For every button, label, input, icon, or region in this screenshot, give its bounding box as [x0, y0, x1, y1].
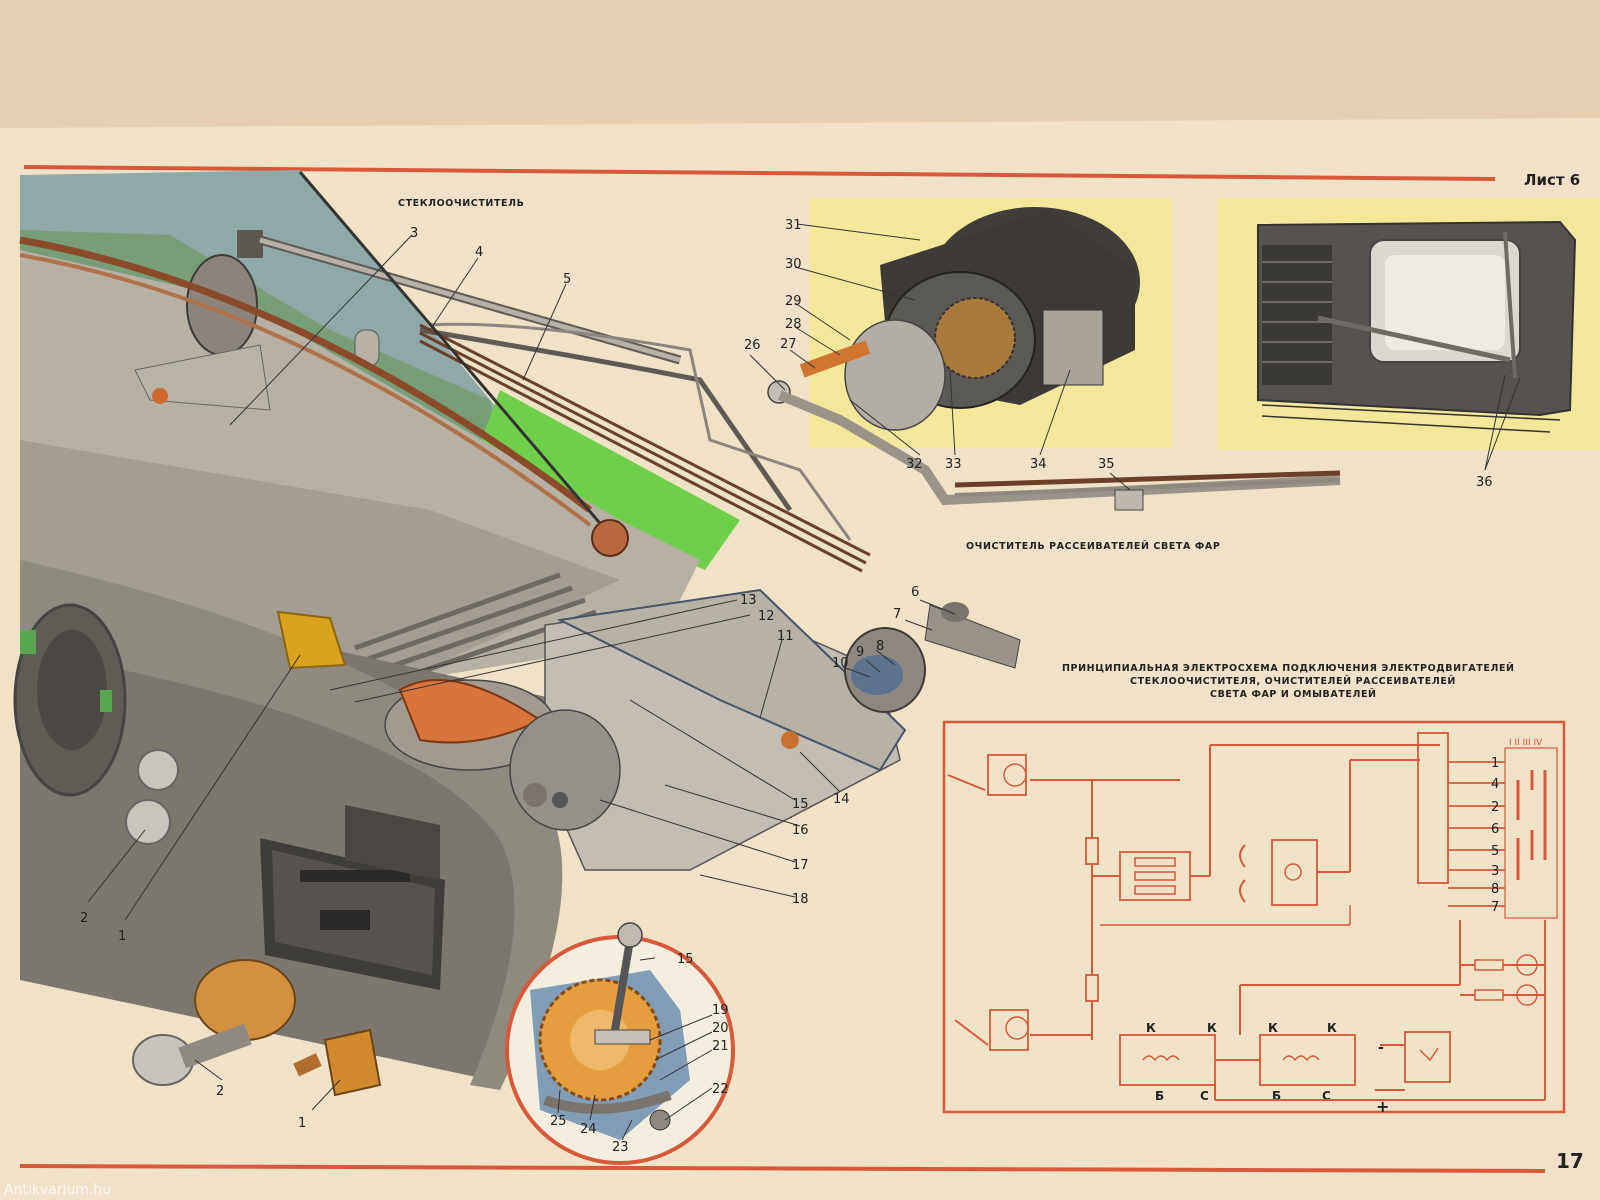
windshield-pillar	[298, 171, 612, 536]
callout-19: 19	[712, 1003, 729, 1018]
relay2-contact-k-right: К	[1327, 1021, 1337, 1035]
linkage-plate	[556, 588, 907, 772]
callout-21: 21	[712, 1039, 729, 1054]
terminal-4: 4	[1491, 777, 1499, 792]
relay2-contact-c: С	[1322, 1089, 1331, 1103]
callout-9: 9	[856, 645, 864, 660]
terminal-6: 6	[1491, 822, 1499, 837]
schematic-title-line1: ПРИНЦИПИАЛЬНАЯ ЭЛЕКТРОСХЕМА ПОДКЛЮЧЕНИЯ …	[1062, 662, 1515, 674]
callout-15b: 15	[677, 952, 694, 967]
wiper-pivot-right-cap	[591, 519, 629, 557]
callout-13: 13	[740, 593, 757, 608]
wiper-blade	[419, 322, 871, 573]
gauge-green-lamp	[20, 630, 36, 654]
callout-2b: 2	[216, 1084, 224, 1099]
top-rule	[23, 165, 1496, 181]
callout-1: 1	[118, 929, 126, 944]
terminal-5: 5	[1491, 844, 1499, 859]
callout-28: 28	[785, 317, 802, 332]
callout-15: 15	[792, 797, 809, 812]
relay2-contact-k-left: К	[1268, 1021, 1278, 1035]
callout-36: 36	[1476, 475, 1493, 490]
callout-8: 8	[876, 639, 884, 654]
callout-14: 14	[833, 792, 850, 807]
terminal-2: 2	[1491, 800, 1499, 815]
callout-12: 12	[758, 609, 775, 624]
callout-23: 23	[612, 1140, 629, 1155]
terminal-8: 8	[1491, 882, 1499, 897]
callout-1b: 1	[298, 1116, 306, 1131]
gear-inset	[505, 922, 735, 1165]
callout-6: 6	[911, 585, 919, 600]
callout-34: 34	[1030, 457, 1047, 472]
sheet-label: Лист 6	[1524, 171, 1580, 189]
callout-24: 24	[580, 1122, 597, 1137]
schematic-title-line3: СВЕТА ФАР И ОМЫВАТЕЛЕЙ	[1210, 688, 1377, 700]
dashboard-illustration	[13, 170, 1021, 1165]
gauge-green-lamp-2	[100, 690, 112, 712]
relay2-contact-b: Б	[1272, 1089, 1281, 1103]
yellow-connector	[276, 610, 347, 670]
radio-unit	[260, 805, 445, 990]
callout-25: 25	[550, 1114, 567, 1129]
callout-26: 26	[744, 338, 761, 353]
wiper-green-blade	[470, 390, 740, 570]
terminal-7: 7	[1491, 900, 1499, 915]
callout-2: 2	[80, 911, 88, 926]
schematic-frame	[942, 720, 1566, 1114]
callout-33: 33	[945, 457, 962, 472]
callout-20: 20	[712, 1021, 729, 1036]
relay1-contact-b: Б	[1155, 1089, 1164, 1103]
headlight-wiper-blade	[954, 470, 1341, 511]
wiper-title: СТЕКЛООЧИСТИТЕЛЬ	[398, 198, 524, 209]
callout-4: 4	[475, 245, 483, 260]
headlight-illustration	[1257, 220, 1577, 433]
wiper-motor-right	[781, 602, 1021, 749]
page-number: 17	[1556, 1149, 1584, 1173]
headlight-cleaner-title: ОЧИСТИТЕЛЬ РАССЕИВАТЕЛЕЙ СВЕТА ФАР	[966, 540, 1220, 552]
callout-17: 17	[792, 858, 809, 873]
dash-knob-upper	[137, 749, 179, 791]
callout-22: 22	[712, 1082, 729, 1097]
callout-35: 35	[1098, 457, 1115, 472]
callout-leaders	[87, 223, 1521, 1141]
schematic-title-line2: СТЕКЛООЧИСТИТЕЛЯ, ОЧИСТИТЕЛЕЙ РАССЕИВАТЕ…	[1130, 675, 1456, 687]
terminal-1: 1	[1491, 756, 1499, 771]
callout-3: 3	[410, 226, 418, 241]
wiper-pivot-left	[134, 230, 271, 411]
wiper-arm	[19, 235, 793, 527]
relay1-contact-k-left: К	[1146, 1021, 1156, 1035]
callout-10: 10	[832, 656, 849, 671]
callout-7: 7	[893, 607, 901, 622]
callout-18: 18	[792, 892, 809, 907]
callout-30: 30	[785, 257, 802, 272]
headlight-motor	[767, 207, 1341, 506]
watermark: Antikvarium.hu	[4, 1182, 111, 1198]
terminal-3: 3	[1491, 864, 1499, 879]
callout-27: 27	[780, 337, 797, 352]
dash-knob-lower	[125, 799, 171, 845]
polarity-minus: -	[1378, 1040, 1384, 1056]
connector-loose	[323, 1028, 382, 1097]
callout-numbers: 1 1 2 2 3 4 5 6 7 8 9 10 11 12 13 14 15 …	[80, 218, 1493, 1155]
switch-header: I II III IV	[1509, 738, 1543, 748]
callout-16: 16	[792, 823, 809, 838]
switch-loose	[132, 959, 322, 1086]
wiper-motor-center	[384, 679, 621, 831]
polarity-plus: +	[1376, 1097, 1389, 1116]
callout-29: 29	[785, 294, 802, 309]
callout-5: 5	[563, 272, 571, 287]
callout-32: 32	[906, 457, 923, 472]
relay1-contact-c: С	[1200, 1089, 1209, 1103]
gauge-dial	[37, 630, 107, 750]
callout-11: 11	[777, 629, 794, 644]
relay1-contact-k-right: К	[1207, 1021, 1217, 1035]
bottom-rule	[19, 1164, 1546, 1173]
callout-31: 31	[785, 218, 802, 233]
wiring-schematic: I II III IV 1 4 2 6 5 3 8 7 К К Б С К К …	[942, 720, 1566, 1116]
